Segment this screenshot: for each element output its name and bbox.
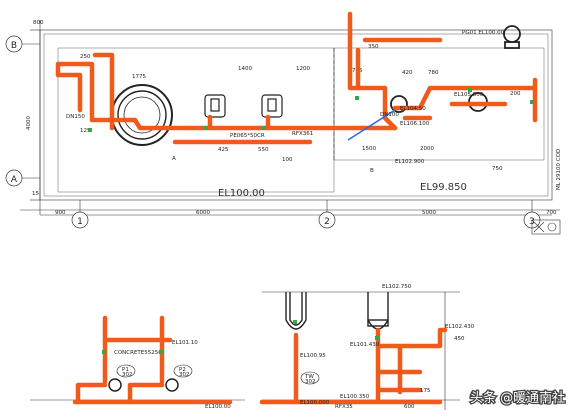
dimension-labels: 1775 1400 1200 775 420 780 900 6000 5000… xyxy=(26,20,557,216)
elevation-label-5: EL100.350 xyxy=(340,394,370,400)
dim-misc-3: 550 xyxy=(258,147,269,153)
elevation-label-9: EL106.100 xyxy=(400,121,430,127)
section-a: P1 302 P2 302 CONCRETE55250 EL101.10 EL1… xyxy=(30,315,245,410)
dim-misc-8: 350 xyxy=(368,44,379,50)
elevation-label-10: EL104.50 xyxy=(400,106,426,112)
watermark-text: 头条 @暖通南社 xyxy=(470,390,565,406)
dim-top-5: 780 xyxy=(428,70,439,76)
dim-misc-4: 425 xyxy=(218,147,229,153)
grid-bubble-1: 1 xyxy=(71,211,89,229)
grid-bubble-B: B xyxy=(5,35,40,53)
pipe-tags: PE065*50CR RFX361 DN150 DN100 PG01 EL100… xyxy=(66,30,505,139)
elevation-label-7: EL102.430 xyxy=(445,324,475,330)
pump-number-p1: 302 xyxy=(122,372,133,378)
fixture-1 xyxy=(204,94,226,118)
elevation-label-1: EL101.10 xyxy=(172,340,198,346)
dim-misc-9: 200 xyxy=(510,91,521,97)
grid-bubble-A: A xyxy=(5,169,40,187)
diagonal-pipe xyxy=(347,109,396,141)
pipe-tag-4: PG01 EL100.00 xyxy=(462,30,505,36)
fixture-2 xyxy=(261,94,283,118)
dim-left-0: 800 xyxy=(33,20,44,26)
elevation-main-section: EL100.00 xyxy=(205,404,231,410)
section-dim-2: 175 xyxy=(420,388,431,394)
watermark: 头条 @暖通南社 xyxy=(469,389,567,408)
grid-label-A: A xyxy=(11,175,18,185)
section-b: TW 302 EL102.750 EL100.95 EL100.000 EL10… xyxy=(259,284,475,410)
pipe-tag-1: RFX361 xyxy=(292,131,313,137)
grid-bubble-2: 2 xyxy=(318,211,336,229)
dim-bottom-1: 6000 xyxy=(196,210,210,216)
elevation-label-2: EL100.95 xyxy=(300,353,326,359)
dim-top-0: 1775 xyxy=(132,74,146,80)
elevation-right-vertical: ML 29100 COD xyxy=(556,149,562,190)
dim-left-2: 15 xyxy=(32,191,39,197)
plan-piping xyxy=(55,11,538,145)
pipe-tag-2: DN150 xyxy=(66,114,85,120)
grid-label-2: 2 xyxy=(324,217,330,227)
elevation-label-0: EL102.900 xyxy=(395,159,425,165)
dim-bottom-2: 5000 xyxy=(422,210,436,216)
section-dim-1: 600 xyxy=(404,404,415,410)
pump-tag-p2: P2 xyxy=(179,367,186,373)
marker-B: B xyxy=(370,168,374,174)
grid-label-1: 1 xyxy=(77,217,83,227)
dim-top-1: 1400 xyxy=(238,66,252,72)
pipe-tag-3: DN100 xyxy=(380,112,399,118)
valve-markers xyxy=(88,88,534,132)
dim-misc-5: 100 xyxy=(282,157,293,163)
dim-misc-1: 2000 xyxy=(420,146,434,152)
storage-tank xyxy=(111,84,173,146)
concrete-tag: CONCRETE55250 xyxy=(114,350,162,356)
dim-bottom-3: 700 xyxy=(546,210,557,216)
marker-A: A xyxy=(172,156,176,162)
elevation-main: EL100.00 xyxy=(218,188,265,199)
dim-bottom-0: 900 xyxy=(55,210,66,216)
dim-left-1: 4000 xyxy=(26,116,32,130)
elevation-label-3: EL100.000 xyxy=(300,400,330,406)
pipe-tag-5: RFX35 xyxy=(335,404,353,410)
elevation-label-6: EL101.430 xyxy=(350,342,380,348)
dim-misc-0: 1500 xyxy=(362,146,376,152)
legend-box xyxy=(531,219,561,235)
section-markers: A B xyxy=(172,156,374,174)
grid-label-B: B xyxy=(11,41,17,51)
section-dim-0: 450 xyxy=(454,336,465,342)
dim-misc-2: 750 xyxy=(492,166,503,172)
dim-top-4: 420 xyxy=(402,70,413,76)
pipe-tag-0: PE065*50CR xyxy=(230,133,265,139)
elevation-label-8: EL105.800 xyxy=(454,92,484,98)
pump-tag-tw: TW xyxy=(304,374,314,380)
pump-number-p2: 302 xyxy=(179,372,190,378)
elevation-label-4: EL102.750 xyxy=(382,284,412,290)
dim-top-2: 1200 xyxy=(296,66,310,72)
pump-number-tw: 302 xyxy=(305,379,316,385)
elevation-labels: EL100.00 EL99.850 ML 29100 COD EL102.900 xyxy=(218,149,562,199)
elevation-secondary: EL99.850 xyxy=(420,182,467,193)
dim-misc-6: 250 xyxy=(80,54,91,60)
dim-misc-7: 125 xyxy=(80,128,91,134)
pump-tag-p1: P1 xyxy=(122,367,129,373)
